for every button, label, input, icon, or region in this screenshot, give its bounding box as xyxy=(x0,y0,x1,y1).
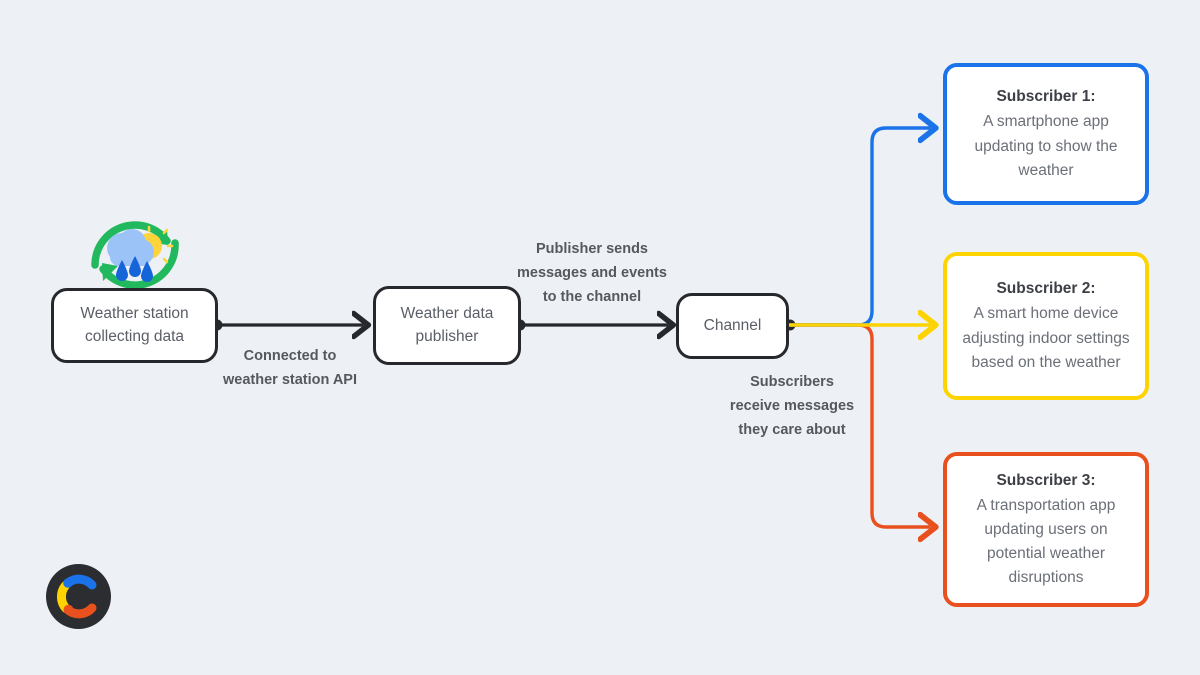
subscriber-card-3-title: Subscriber 3: xyxy=(996,471,1096,489)
subscriber-card-2-body: A smart home device adjusting indoor set… xyxy=(962,305,1130,371)
subscriber-card-1[interactable]: Subscriber 1: A smartphone app updating … xyxy=(943,63,1149,205)
connector-publisher-to-channel xyxy=(514,320,668,331)
weather-refresh-icon xyxy=(91,221,179,289)
subscriber-card-2[interactable]: Subscriber 2: A smart home device adjust… xyxy=(943,252,1149,400)
subscriber-card-1-body: A smartphone app updating to show the we… xyxy=(974,113,1118,179)
subscriber-card-3[interactable]: Subscriber 3: A transportation app updat… xyxy=(943,452,1149,607)
node-weather-data-publisher[interactable]: Weather data publisher xyxy=(373,286,521,365)
brand-c-logo xyxy=(46,564,111,629)
node-weather-station[interactable]: Weather station collecting data xyxy=(51,288,218,363)
node-weather-station-label: Weather station collecting data xyxy=(80,305,189,345)
node-weather-data-publisher-label: Weather data publisher xyxy=(400,305,494,345)
subscriber-card-3-body: A transportation app updating users on p… xyxy=(976,496,1116,587)
subscriber-card-2-title: Subscriber 2: xyxy=(996,280,1096,298)
subscriber-card-1-title: Subscriber 1: xyxy=(996,88,1096,106)
node-channel-label: Channel xyxy=(703,316,762,334)
connector-channel-to-subscriber-1 xyxy=(788,128,929,327)
node-channel[interactable]: Channel xyxy=(676,293,789,359)
edge-label-connected-to-api: Connected to weather station API xyxy=(222,348,358,388)
edge-label-subscribers-receive: Subscribers receive messages they care a… xyxy=(729,374,855,438)
edge-label-publisher-sends: Publisher sends messages and events to t… xyxy=(517,241,667,305)
connector-station-to-publisher xyxy=(211,320,363,331)
